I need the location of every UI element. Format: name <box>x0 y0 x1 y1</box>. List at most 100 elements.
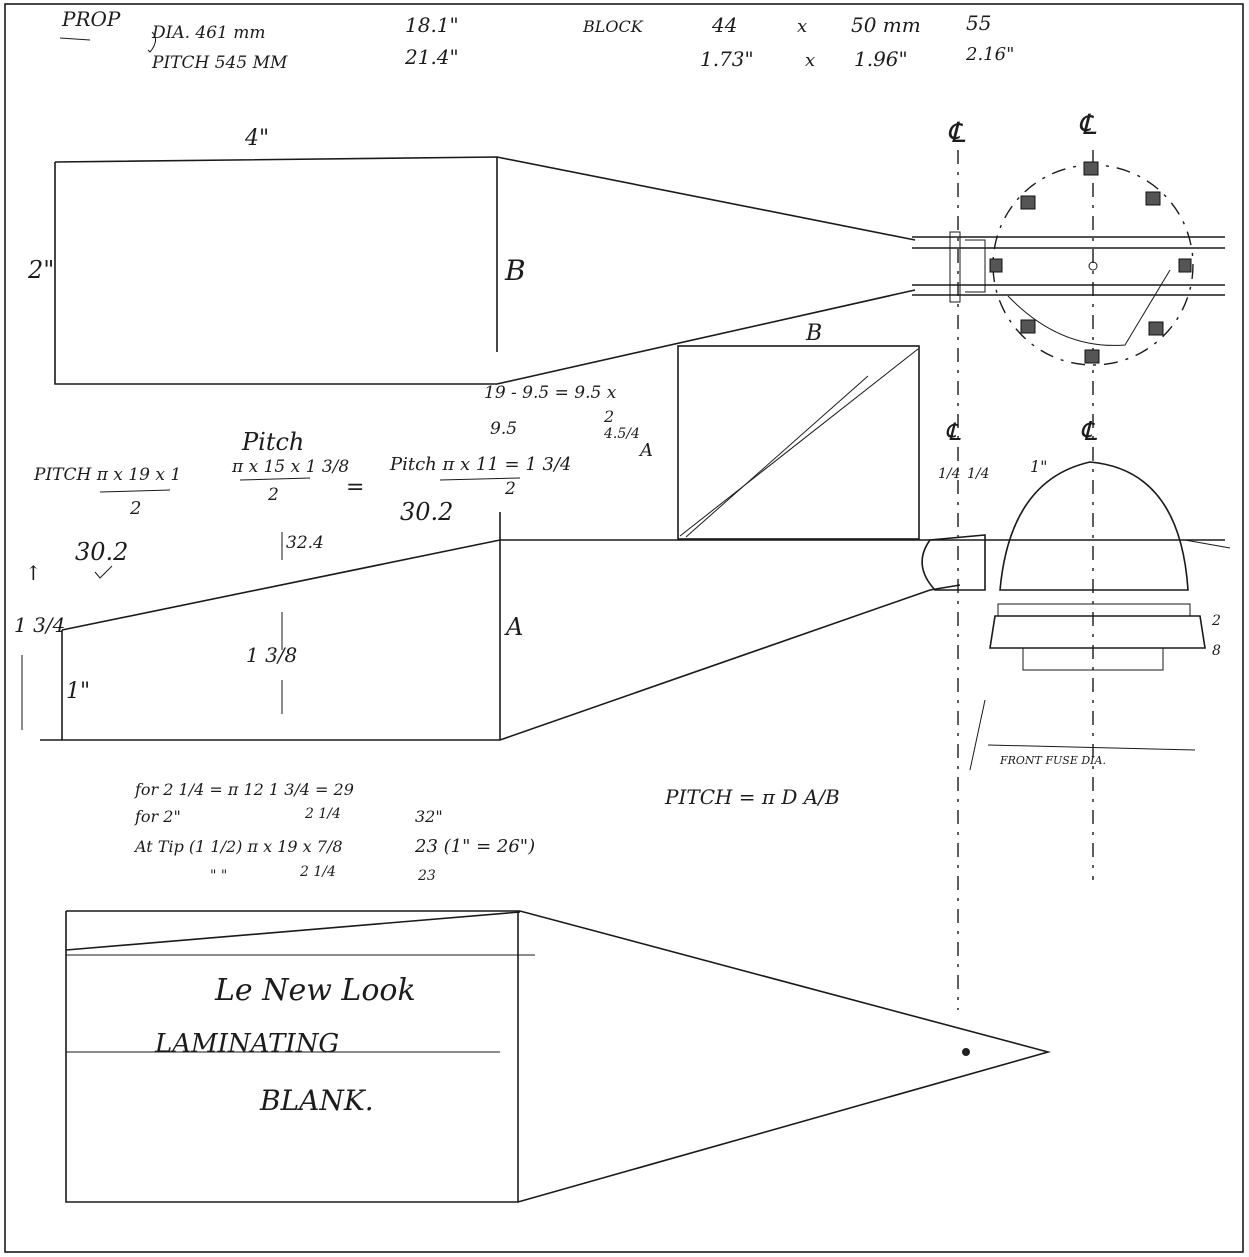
prop-underline <box>59 37 91 41</box>
blank-title-1: Le New Look <box>214 973 416 1008</box>
block-extra: 55 <box>966 11 991 35</box>
formula-1: for 2 1/4 = π 12 1 3/4 = 29 <box>134 780 354 799</box>
pitch1-b: 2 <box>129 498 141 519</box>
box-label-b: B <box>805 321 822 346</box>
bracket-mark <box>147 31 156 53</box>
side-bottom-edge <box>40 584 961 741</box>
hub-center <box>1088 261 1098 271</box>
hub-details: ℄ ℄ ℄ ℄ 1/4 1/4 1" 2 8 FRONT FUSE DIA. <box>921 108 1221 1010</box>
spinner-dome <box>999 461 1189 591</box>
pitch-triangle: B <box>677 321 920 540</box>
dim-right-1: 2 <box>1211 613 1221 629</box>
blank-taper-line <box>65 911 521 951</box>
formula-2: for 2" <box>134 807 181 826</box>
fuse-slash <box>969 699 986 771</box>
calc-a: 19 - 9.5 = 9.5 x <box>484 383 617 403</box>
pitch1-c: 30.2 <box>75 538 128 566</box>
triangle-diag-1 <box>679 348 919 537</box>
calc-notes: 19 - 9.5 = 9.5 x 9.5 2 4.5/4 A PITCH π x… <box>33 383 653 579</box>
inch-label: 1" <box>1030 457 1048 476</box>
bolt-bottom <box>1084 349 1100 364</box>
bolt-tl <box>1020 195 1036 210</box>
bolt-top <box>1083 161 1099 176</box>
formula-1b: 2 1/4 <box>304 806 341 822</box>
pitch1-a: PITCH π x 19 x 1 <box>33 465 181 485</box>
pitch-formula: PITCH = π D A/B <box>664 785 840 809</box>
bolt-right <box>1178 258 1192 273</box>
section-a-label: A <box>504 613 523 641</box>
top-view: 4" 2" B <box>27 126 1225 385</box>
block-w-mm: 44 <box>711 13 737 37</box>
cl-4: ℄ <box>1080 417 1098 447</box>
calc-e: A <box>638 440 653 461</box>
formula-4: " " <box>210 868 227 884</box>
formula-2b: 32" <box>415 807 443 826</box>
hub-cutout <box>1007 269 1171 346</box>
hub-bracket <box>965 239 986 293</box>
pitch2-eq: = <box>346 475 364 500</box>
calc-d: 4.5/4 <box>603 426 640 442</box>
block-h-mm: 50 mm <box>851 13 921 37</box>
dia-text: DIA. 461 mm <box>151 23 266 43</box>
block-extra-in: 2.16" <box>965 44 1014 65</box>
pitch2-b: π x 15 x 1 3/8 <box>231 457 349 477</box>
blank-center-hole <box>962 1048 970 1056</box>
front-fuse-label: FRONT FUSE DIA. <box>999 754 1106 767</box>
pitch3-b: 2 <box>504 479 516 499</box>
bottom-view: Le New Look LAMINATING BLANK. <box>65 910 1052 1203</box>
block-w-in: 1.73" <box>700 47 754 71</box>
side-view: ↑ 1 3/4 1" 1 3/8 A <box>14 512 1231 741</box>
calc-c: 2 <box>603 407 614 426</box>
calc-b: 9.5 <box>490 419 517 439</box>
section-b-label: B <box>504 254 526 287</box>
pitch3-c: 30.2 <box>400 498 453 526</box>
formula-4b: 2 1/4 <box>299 864 336 880</box>
pitch1-bar <box>99 489 171 493</box>
bolt-bl <box>1020 319 1036 334</box>
spinner-backplate <box>921 534 986 591</box>
bolt-br <box>1148 321 1164 336</box>
pitch2-a: Pitch <box>241 428 304 456</box>
quarter-1: 1/4 <box>938 466 961 482</box>
page-border <box>4 3 1244 1253</box>
pitch3-bar <box>439 477 521 481</box>
top-outline-lower <box>54 162 916 385</box>
check-mark <box>94 565 113 579</box>
bolt-tr <box>1145 191 1161 206</box>
blank-outline <box>65 910 1052 1203</box>
header-notes: PROP DIA. 461 mm 18.1" PITCH 545 MM 21.4… <box>59 7 1014 73</box>
pitch3-a: Pitch π x 11 = 1 3/4 <box>389 454 572 475</box>
dim-32: 32.4 <box>286 533 324 553</box>
cl-3: ℄ <box>945 418 961 446</box>
pitch-inch: 21.4" <box>404 45 459 69</box>
formula-3b: 23 (1" = 26") <box>414 836 535 857</box>
dim-right-2: 8 <box>1212 643 1221 659</box>
block-h-in: 1.96" <box>854 47 908 71</box>
hub-block <box>949 231 961 303</box>
dia-inch: 18.1" <box>405 13 459 37</box>
spinner-ring-1 <box>997 603 1191 617</box>
times-2: x <box>805 50 815 71</box>
side-h1: 1 3/4 <box>14 613 65 637</box>
hub-side-slope <box>1184 539 1231 549</box>
blank-title-2: LAMINATING <box>154 1029 339 1059</box>
side-h3: 1 3/8 <box>246 643 297 667</box>
side-top-edge <box>61 539 985 631</box>
triangle-diag-2 <box>685 375 869 538</box>
pitch-text: PITCH 545 MM <box>151 53 288 73</box>
cl-1: ℄ <box>947 116 966 149</box>
formula-3: At Tip (1 1/2) π x 19 x 7/8 <box>133 837 343 856</box>
formulas: for 2 1/4 = π 12 1 3/4 = 29 2 1/4 for 2"… <box>133 780 840 884</box>
block-label: BLOCK <box>582 17 644 36</box>
prop-label: PROP <box>61 7 121 31</box>
cl-2: ℄ <box>1078 108 1097 141</box>
formula-4c: 23 <box>417 868 436 884</box>
blank-title-3: BLANK. <box>259 1084 374 1117</box>
height-label: 2" <box>27 256 54 284</box>
pitch2-c: 2 <box>267 485 279 505</box>
top-outline-upper <box>54 156 916 241</box>
spinner-boss <box>1022 647 1164 671</box>
triangle-box <box>677 345 920 540</box>
